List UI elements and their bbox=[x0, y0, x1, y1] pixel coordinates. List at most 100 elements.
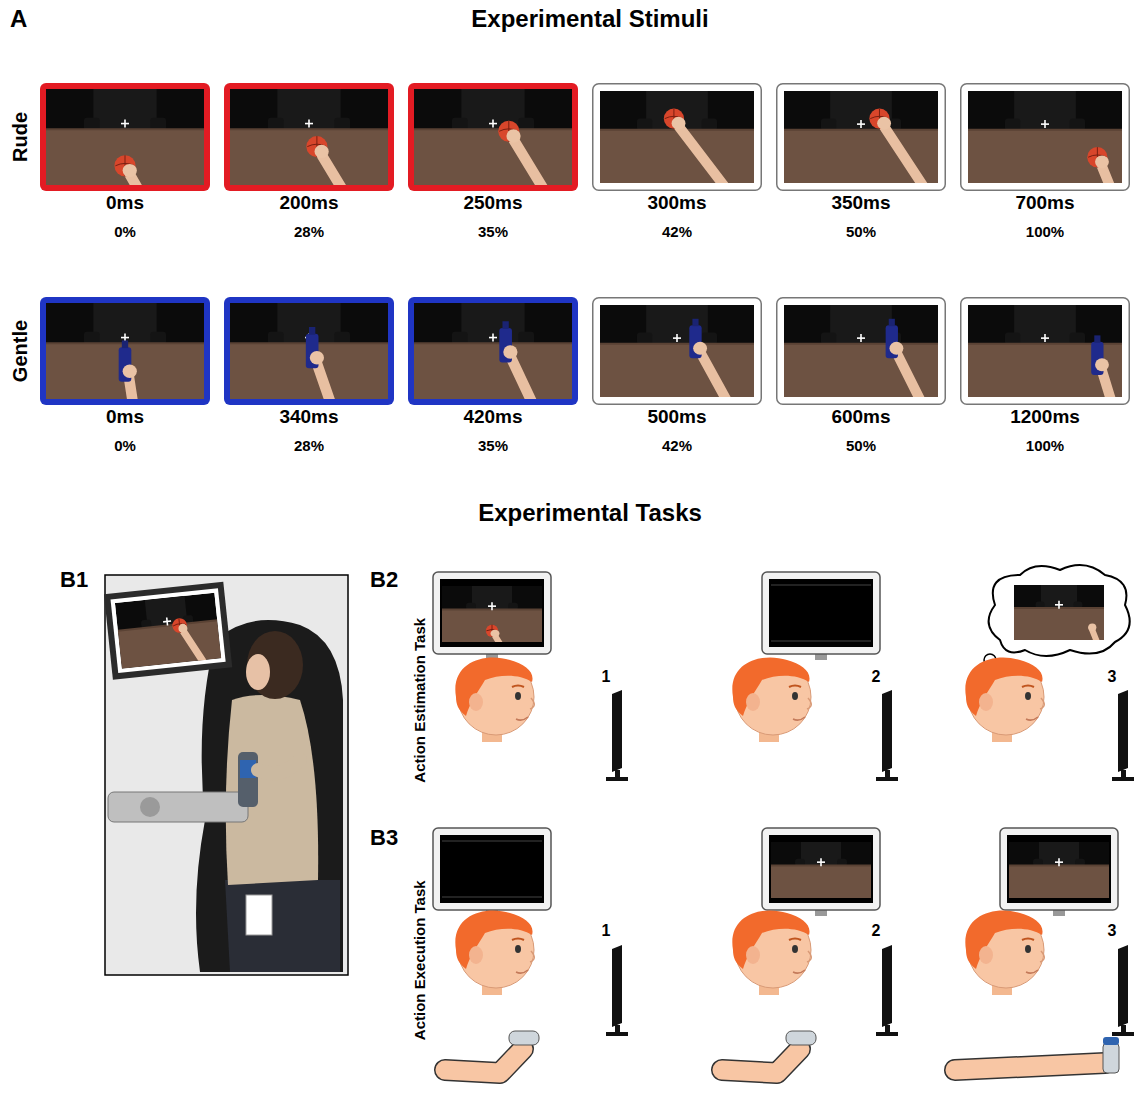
monitor bbox=[1000, 828, 1118, 910]
video-frame bbox=[784, 91, 938, 197]
table bbox=[600, 344, 754, 397]
highlight-frame bbox=[408, 297, 578, 405]
actor-torso bbox=[1039, 842, 1079, 867]
hand bbox=[503, 345, 517, 358]
monitor bbox=[762, 572, 880, 654]
reaching-arm bbox=[699, 349, 733, 411]
label: 2 bbox=[872, 668, 881, 686]
participant-head bbox=[732, 657, 811, 742]
illustration bbox=[769, 579, 873, 647]
hand bbox=[123, 164, 137, 177]
illustration bbox=[965, 910, 1042, 969]
illustration bbox=[414, 128, 572, 130]
illustration bbox=[516, 717, 528, 720]
video-frame bbox=[968, 91, 1122, 197]
illustration bbox=[1026, 717, 1038, 720]
actor-torso bbox=[801, 842, 841, 867]
illustration bbox=[1025, 692, 1031, 700]
video-frame bbox=[1009, 842, 1109, 898]
illustration bbox=[442, 841, 542, 842]
illustration bbox=[111, 588, 226, 673]
illustration bbox=[792, 945, 798, 953]
table bbox=[414, 343, 572, 399]
illustration bbox=[440, 835, 544, 903]
illustration bbox=[1121, 1025, 1126, 1033]
label: 42% bbox=[662, 438, 692, 455]
label: 300ms bbox=[647, 193, 706, 214]
side-monitor bbox=[1118, 945, 1128, 1027]
video-frame bbox=[115, 593, 222, 679]
hair bbox=[247, 631, 303, 699]
video-frame bbox=[968, 305, 1122, 411]
arm bbox=[722, 1049, 800, 1073]
hand bbox=[877, 117, 891, 130]
label: 700ms bbox=[1015, 193, 1074, 214]
video-frame bbox=[230, 303, 388, 413]
label: 28% bbox=[294, 438, 324, 455]
arm-outline bbox=[445, 1049, 523, 1073]
reaching-arm bbox=[315, 359, 334, 414]
label: 0% bbox=[114, 224, 136, 241]
actor-torso bbox=[93, 89, 156, 131]
highlight-frame bbox=[224, 297, 394, 405]
actor-torso bbox=[277, 89, 340, 131]
fixation-cross bbox=[492, 334, 494, 342]
handle bbox=[786, 1031, 816, 1045]
illustration bbox=[692, 319, 698, 326]
side-monitor bbox=[882, 690, 892, 772]
actor-torso bbox=[646, 91, 708, 131]
plain-frame bbox=[593, 84, 762, 191]
illustration bbox=[885, 1025, 890, 1033]
fixation-cross bbox=[491, 602, 493, 610]
table bbox=[1009, 866, 1109, 898]
table bbox=[46, 343, 204, 399]
illustration bbox=[732, 910, 809, 969]
fixation-cross bbox=[166, 618, 168, 626]
reaching-arm bbox=[883, 124, 931, 197]
thought-bubble bbox=[989, 565, 1130, 656]
actor-torso bbox=[1041, 585, 1077, 609]
illustration bbox=[246, 654, 270, 690]
ball bbox=[172, 618, 188, 634]
illustration bbox=[1022, 686, 1034, 688]
illustration bbox=[746, 946, 760, 964]
highlight-frame bbox=[40, 83, 210, 191]
fixation-cross bbox=[1058, 601, 1060, 609]
participant-head bbox=[965, 910, 1044, 995]
illustration bbox=[230, 303, 388, 399]
illustration bbox=[440, 579, 544, 647]
table bbox=[968, 130, 1122, 183]
illustration bbox=[469, 693, 483, 711]
tag bbox=[246, 895, 272, 935]
label: 0ms bbox=[106, 193, 144, 214]
label: 100% bbox=[1026, 224, 1064, 241]
illustration bbox=[793, 970, 805, 973]
illustration bbox=[600, 91, 754, 183]
arm-outline bbox=[722, 1049, 800, 1073]
hand bbox=[1088, 624, 1096, 632]
illustration bbox=[309, 327, 315, 335]
illustration bbox=[1026, 970, 1038, 973]
illustration bbox=[784, 343, 938, 345]
illustration bbox=[876, 1032, 898, 1036]
illustration bbox=[455, 910, 532, 969]
highlight-frame bbox=[408, 83, 578, 191]
illustration bbox=[784, 129, 938, 131]
illustration bbox=[230, 128, 388, 130]
actor-torso bbox=[461, 303, 524, 345]
actor-torso bbox=[830, 91, 892, 131]
illustration bbox=[512, 686, 524, 688]
illustration bbox=[414, 89, 572, 185]
plain-frame bbox=[593, 298, 762, 405]
illustration bbox=[965, 657, 1042, 716]
participant-head bbox=[455, 657, 534, 742]
illustration bbox=[771, 641, 871, 642]
label: 0ms bbox=[106, 407, 144, 428]
illustration bbox=[1040, 951, 1044, 962]
label: 50% bbox=[846, 224, 876, 241]
fixation-cross bbox=[1058, 858, 1060, 866]
table bbox=[771, 866, 871, 898]
illustration bbox=[606, 777, 628, 781]
robot-arm bbox=[108, 792, 248, 822]
